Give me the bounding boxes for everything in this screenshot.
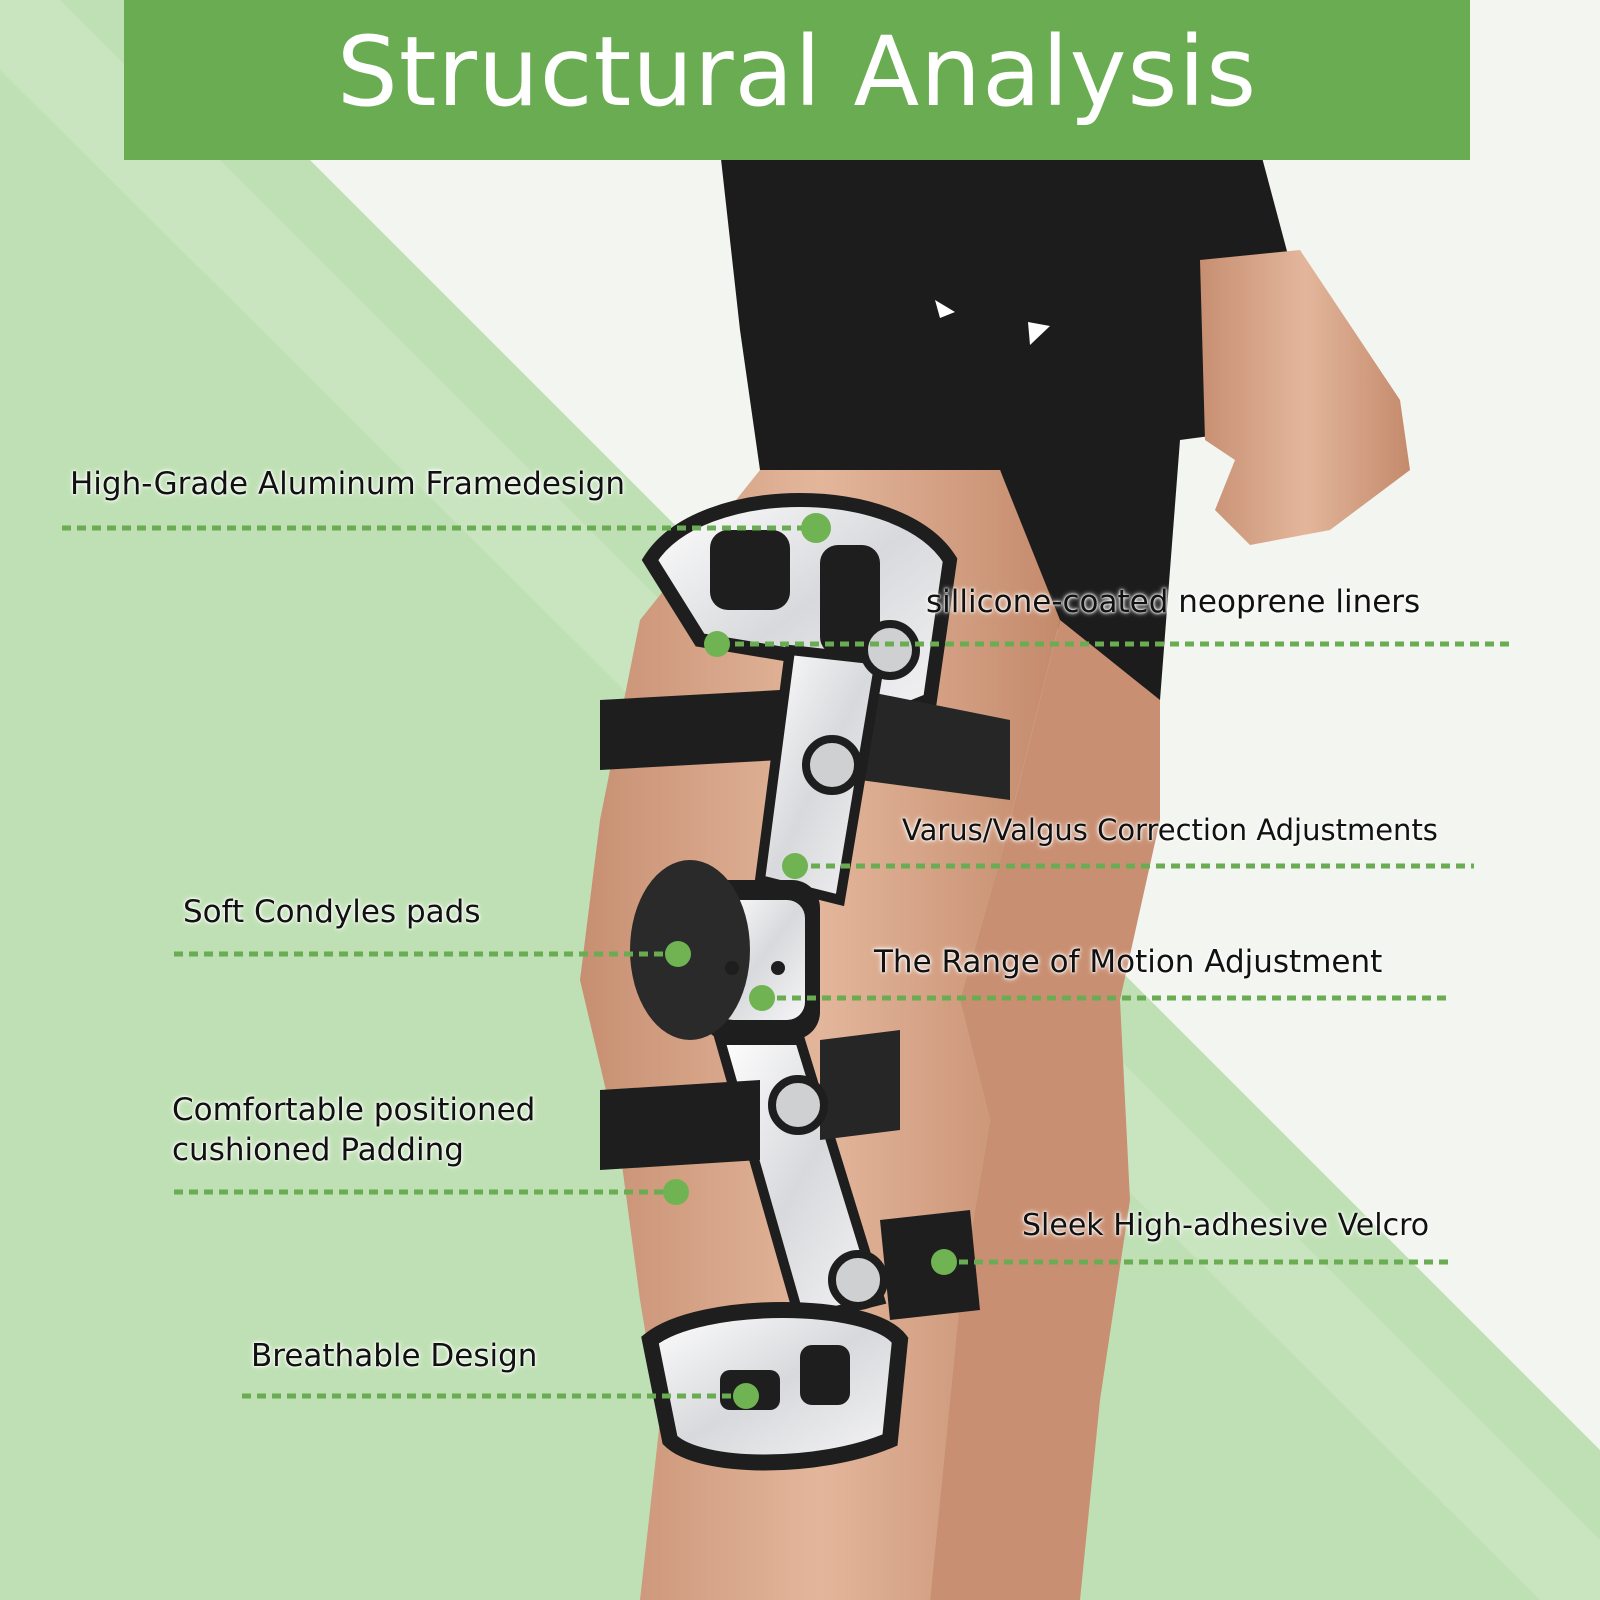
brace-lower-strap-right <box>820 1030 900 1140</box>
shorts-logo <box>1028 322 1050 345</box>
callout-condyles-pads: Soft Condyles pads <box>183 894 481 930</box>
brace-lower-strap <box>600 1080 760 1170</box>
brace-calf-strap <box>880 1210 980 1320</box>
callout-velcro: Sleek High-adhesive Velcro <box>1022 1208 1430 1243</box>
knob-2 <box>802 735 862 795</box>
callout-padding-line-2: cushioned Padding <box>172 1132 464 1168</box>
callout-varus-valgus: Varus/Valgus Correction Adjustments <box>902 813 1438 847</box>
knob-1 <box>860 620 920 680</box>
brace-pad-1 <box>710 530 790 610</box>
brace-lower-pad-1 <box>720 1370 780 1410</box>
knob-3 <box>768 1075 828 1135</box>
knob-4 <box>828 1250 888 1310</box>
callout-neoprene-liners: sillicone-coated neoprene liners <box>926 584 1421 620</box>
callout-range-of-motion: The Range of Motion Adjustment <box>874 944 1383 980</box>
page-title: Structural Analysis <box>336 16 1258 128</box>
callout-breathable: Breathable Design <box>251 1338 538 1374</box>
brace-upper-strap-right <box>860 690 1010 800</box>
shorts-stripe <box>935 300 955 318</box>
shorts-illustration <box>720 150 1330 700</box>
title-banner-background <box>124 0 1470 160</box>
callout-padding-line-1: Comfortable positioned <box>172 1092 536 1128</box>
hand-illustration <box>1200 250 1410 545</box>
brace-pad-2 <box>820 545 880 655</box>
brace-knobs <box>725 620 920 1310</box>
callout-aluminum-frame: High-Grade Aluminum Framedesign <box>70 466 625 502</box>
brace-upper-strap <box>600 690 780 770</box>
brace-condyle-pad <box>630 860 750 1040</box>
hinge-screw-1 <box>725 961 739 975</box>
hinge-screw-2 <box>771 961 785 975</box>
title-banner: Structural Analysis <box>124 0 1470 160</box>
brace-lower-pad-2 <box>800 1345 850 1405</box>
